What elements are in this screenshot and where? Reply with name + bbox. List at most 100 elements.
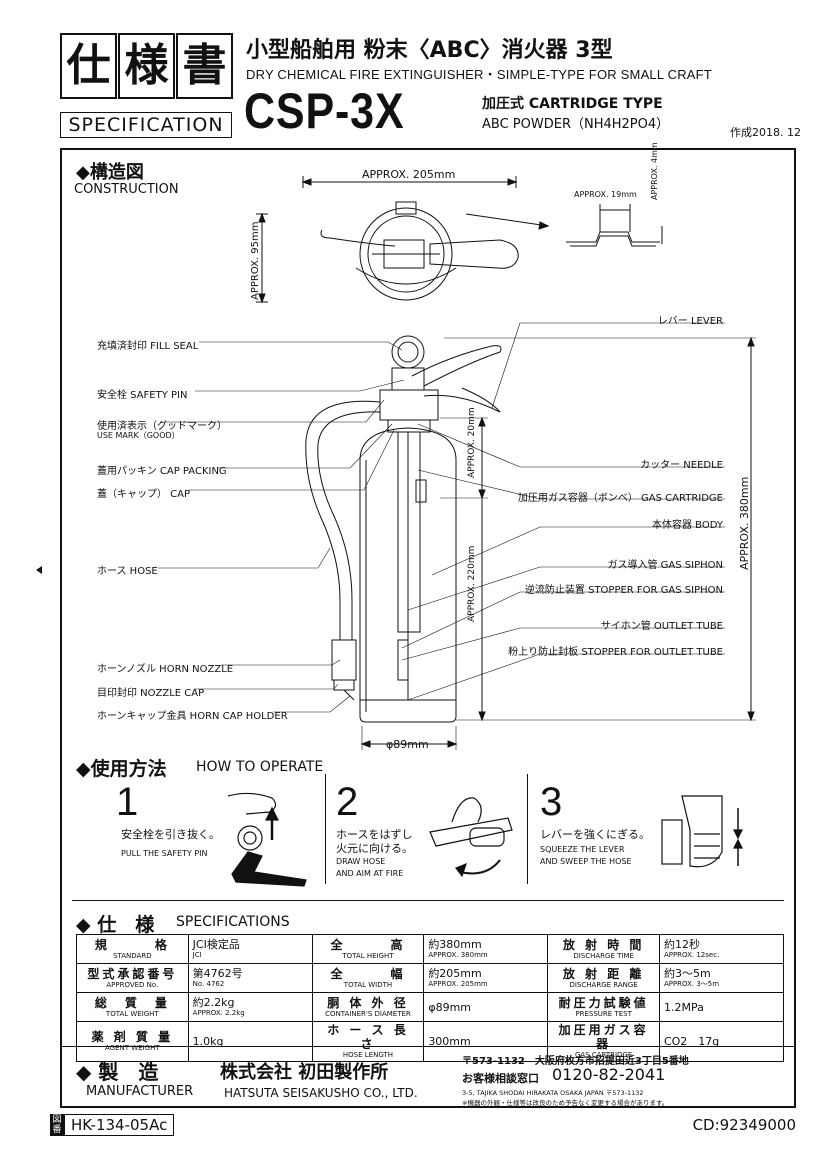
model-number: CSP-3X: [244, 83, 405, 139]
step-1-en: PULL THE SAFETY PIN: [121, 849, 208, 858]
spec-value: 300mm: [428, 1035, 471, 1048]
spec-header: 胴 体 外 径: [327, 995, 409, 1010]
spec-header-en: TOTAL WEIGHT: [105, 1009, 159, 1018]
manufacturer-divider: [62, 1046, 794, 1047]
operate-title: ◆使用方法: [76, 758, 167, 780]
label-gas-siphon: ガス導入管 GAS SIPHON: [607, 560, 724, 571]
spec-value-en: APPROX. 380mm: [428, 951, 488, 959]
address-jp: 〒573-1132 大阪府枚方市招提田近3丁目5番地: [462, 1056, 689, 1067]
en-title: DRY CHEMICAL FIRE EXTINGUISHER・SIMPLE-TY…: [246, 67, 712, 82]
label-safety-pin: 安全栓 SAFETY PIN: [97, 390, 188, 401]
step-2-en2: AND AIM AT FIRE: [336, 869, 404, 878]
spec-header-en: DISCHARGE TIME: [573, 951, 634, 960]
step-illustrations: [227, 792, 743, 887]
created-date: 作成2018. 12: [730, 126, 801, 139]
label-lever: レバー LEVER: [657, 316, 723, 327]
spec-header: 放 射 距 離: [562, 966, 645, 981]
doc-number: HK-134-05Ac: [64, 1114, 175, 1136]
step-1-jp: 安全栓を引き抜く。: [121, 828, 220, 841]
spec-value-en: APPROX. 12sec.: [663, 951, 720, 959]
step-2-jp2: 火元に向ける。: [336, 842, 413, 855]
spec-header: 総 質 量: [94, 995, 170, 1010]
spec-header: ホ ー ス 長 さ: [327, 1023, 409, 1051]
spec-header: 全 高: [330, 937, 406, 952]
title-char-1: 仕: [60, 33, 117, 99]
title-char-2: 様: [118, 33, 175, 99]
spec-value: 第4762号: [192, 967, 243, 980]
specification-label: SPECIFICATION: [60, 112, 232, 138]
step-3-en2: AND SWEEP THE HOSE: [540, 857, 632, 866]
spec-value: CO2 17g: [663, 1035, 720, 1048]
label-use-mark: 使用済表示（グッドマーク）: [97, 421, 227, 432]
spec-header-en: CONTAINER'S DIAMETER: [325, 1009, 411, 1018]
construction-title: ◆構造図: [76, 162, 144, 183]
spec-header: 耐圧力試験値: [558, 995, 649, 1010]
spec-header: 加圧用ガス容器: [558, 1023, 649, 1051]
spec-header-en: STANDARD: [113, 951, 152, 960]
company-en: HATSUTA SEISAKUSHO CO., LTD.: [224, 1086, 418, 1100]
spec-header-en: AGENT WEIGHT: [105, 1044, 160, 1052]
spec-header-en: DISCHARGE RANGE: [569, 980, 638, 989]
spec-value: φ89mm: [428, 1000, 471, 1014]
spec-value-en: APPROX. 2.2kg: [192, 1009, 245, 1017]
specs-title: ◆ 仕 様: [76, 914, 155, 936]
spec-value-en: No. 4762: [192, 980, 225, 988]
step-3-en1: SQUEEZE THE LEVER: [540, 845, 625, 854]
spec-header-en: HOSE LENGTH: [342, 1051, 394, 1059]
label-gas-cartridge: 加圧用ガス容器（ボンベ） GAS CARTRIDGE: [517, 493, 723, 504]
manufacturer-title-en: MANUFACTURER: [86, 1084, 194, 1099]
jp-title: 小型船舶用 粉末〈ABC〉消火器 3型: [246, 38, 613, 63]
step-1-number: 1: [116, 780, 139, 824]
cd-number: CD:92349000: [692, 1116, 796, 1134]
spec-value: 1.2MPa: [663, 1000, 704, 1014]
label-horn-nozzle: ホーンノズル HORN NOZZLE: [97, 664, 234, 675]
zuban-label: 図番: [50, 1114, 64, 1136]
label-outlet-tube: サイホン管 OUTLET TUBE: [600, 621, 723, 632]
label-use-mark-en: USE MARK（GOOD）: [97, 431, 180, 440]
dim-width-top: APPROX. 205mm: [362, 168, 456, 181]
type-line-2: ABC POWDER（NH4H2PO4）: [482, 117, 670, 132]
operate-divider: [325, 774, 326, 884]
spec-value-en: APPROX. 3～5m: [663, 980, 720, 988]
spec-value: JCI検定品: [192, 938, 240, 951]
spec-header: 規 格: [94, 937, 170, 952]
spec-value: 約2.2kg: [192, 996, 235, 1009]
spec-value: 約12秒: [663, 938, 700, 951]
title-char-3: 書: [176, 33, 233, 99]
operate-title-en: HOW TO OPERATE: [196, 759, 324, 775]
label-fill-seal: 充填済封印 FILL SEAL: [97, 341, 199, 352]
spec-header-en: TOTAL HEIGHT: [342, 951, 394, 960]
spec-value-en: APPROX. 205mm: [428, 980, 488, 988]
phone-number: 0120-82-2041: [552, 1065, 666, 1084]
spec-value: 1.0kg: [192, 1035, 224, 1048]
label-stopper-gas-siphon: 逆流防止装置 STOPPER FOR GAS SIPHON: [524, 585, 723, 596]
main-frame: [60, 148, 796, 1108]
spec-header: 型式承認番号: [87, 966, 178, 981]
label-horn-cap-holder: ホーンキャップ金具 HORN CAP HOLDER: [97, 711, 288, 722]
step-3-number: 3: [540, 780, 563, 824]
label-body: 本体容器 BODY: [652, 520, 723, 531]
spec-header: 放 射 時 間: [562, 937, 645, 952]
step-2-en1: DRAW HOSE: [336, 857, 386, 866]
spec-header-en: PRESSURE TEST: [575, 1009, 632, 1018]
construction-title-en: CONSTRUCTION: [74, 182, 179, 197]
address-en: 3-5, TAJIKA SHODAI HIRAKATA OSAKA JAPAN …: [462, 1089, 644, 1097]
spec-header: 薬 剤 質 量: [91, 1030, 174, 1044]
step-2-jp: ホースをはずし: [336, 828, 413, 841]
dim-small-width: APPROX. 19mm: [574, 190, 637, 199]
side-arrow-icon: [36, 566, 37, 567]
spec-value: 約380mm: [428, 938, 482, 951]
change-note: ※機器の外観・仕様等は改良のため予告なく変更する場合があります。: [462, 1099, 669, 1107]
label-cap-packing: 蓋用パッキン CAP PACKING: [97, 466, 227, 477]
type-line-1: 加圧式 CARTRIDGE TYPE: [482, 96, 663, 112]
step-2-number: 2: [336, 780, 359, 824]
spec-value: 約205mm: [428, 967, 482, 980]
construction-drawing: [36, 176, 756, 750]
operate-divider: [527, 774, 528, 884]
label-hose: ホース HOSE: [97, 566, 158, 577]
